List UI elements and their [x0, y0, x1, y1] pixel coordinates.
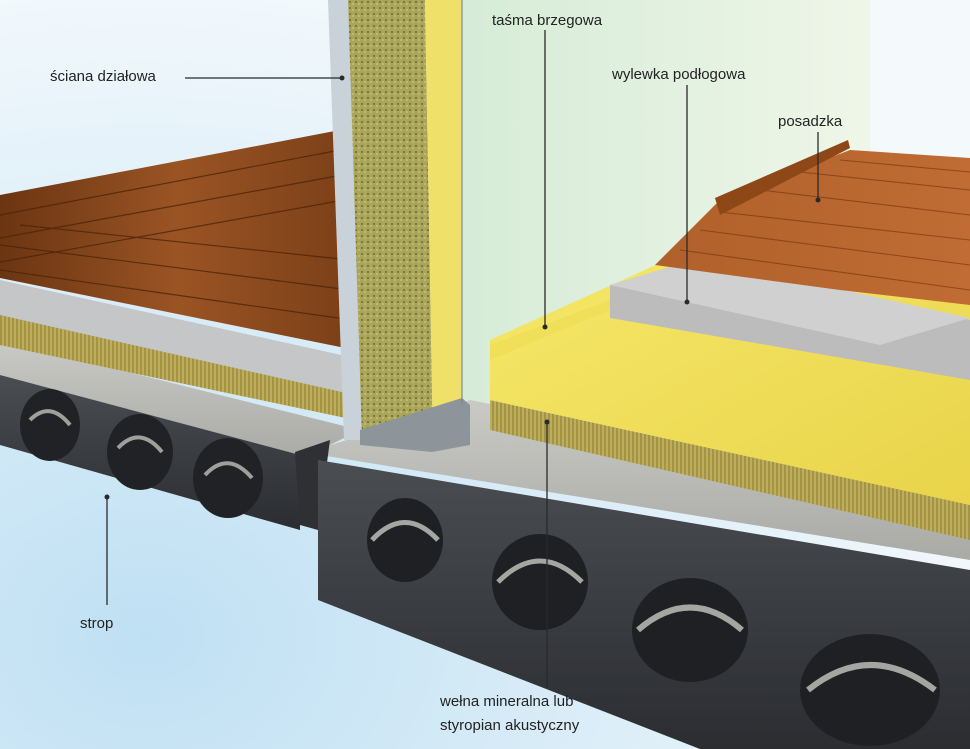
- label-floor-screed: wylewka podłogowa: [612, 66, 746, 83]
- partition-wall-board-left: [328, 0, 362, 440]
- label-floor-finish: posadzka: [778, 113, 843, 130]
- insulation-left: [0, 310, 355, 420]
- wood-planks-left: [0, 149, 353, 321]
- leader-lines: [104, 30, 821, 688]
- wood-floor-right: [655, 150, 970, 305]
- label-slab: strop: [80, 615, 114, 632]
- partition-wall-core: [348, 0, 433, 445]
- slab-holes-left: [20, 389, 263, 518]
- edge-strip: [490, 300, 610, 360]
- slab-top-left: [0, 340, 360, 460]
- partition-wall-profile: [360, 398, 470, 452]
- wood-planks-right: [679, 159, 970, 291]
- slab-holes-right: [367, 498, 940, 746]
- skirting-board: [715, 140, 850, 215]
- label-partition-wall: ściana działowa: [50, 68, 156, 85]
- screed-right-top: [610, 258, 970, 345]
- label-edge-strip: taśma brzegowa: [492, 12, 603, 29]
- label-acoustic-insulation-line2: styropian akustyczny: [440, 717, 580, 734]
- partition-wall-insulation: [412, 0, 462, 445]
- label-acoustic-insulation-line1: wełna mineralna lub: [440, 693, 574, 710]
- insulation-right-edge: [490, 400, 970, 540]
- wall-surface: [462, 0, 870, 405]
- wood-floor-left: [0, 130, 355, 350]
- screed-left: [0, 280, 355, 395]
